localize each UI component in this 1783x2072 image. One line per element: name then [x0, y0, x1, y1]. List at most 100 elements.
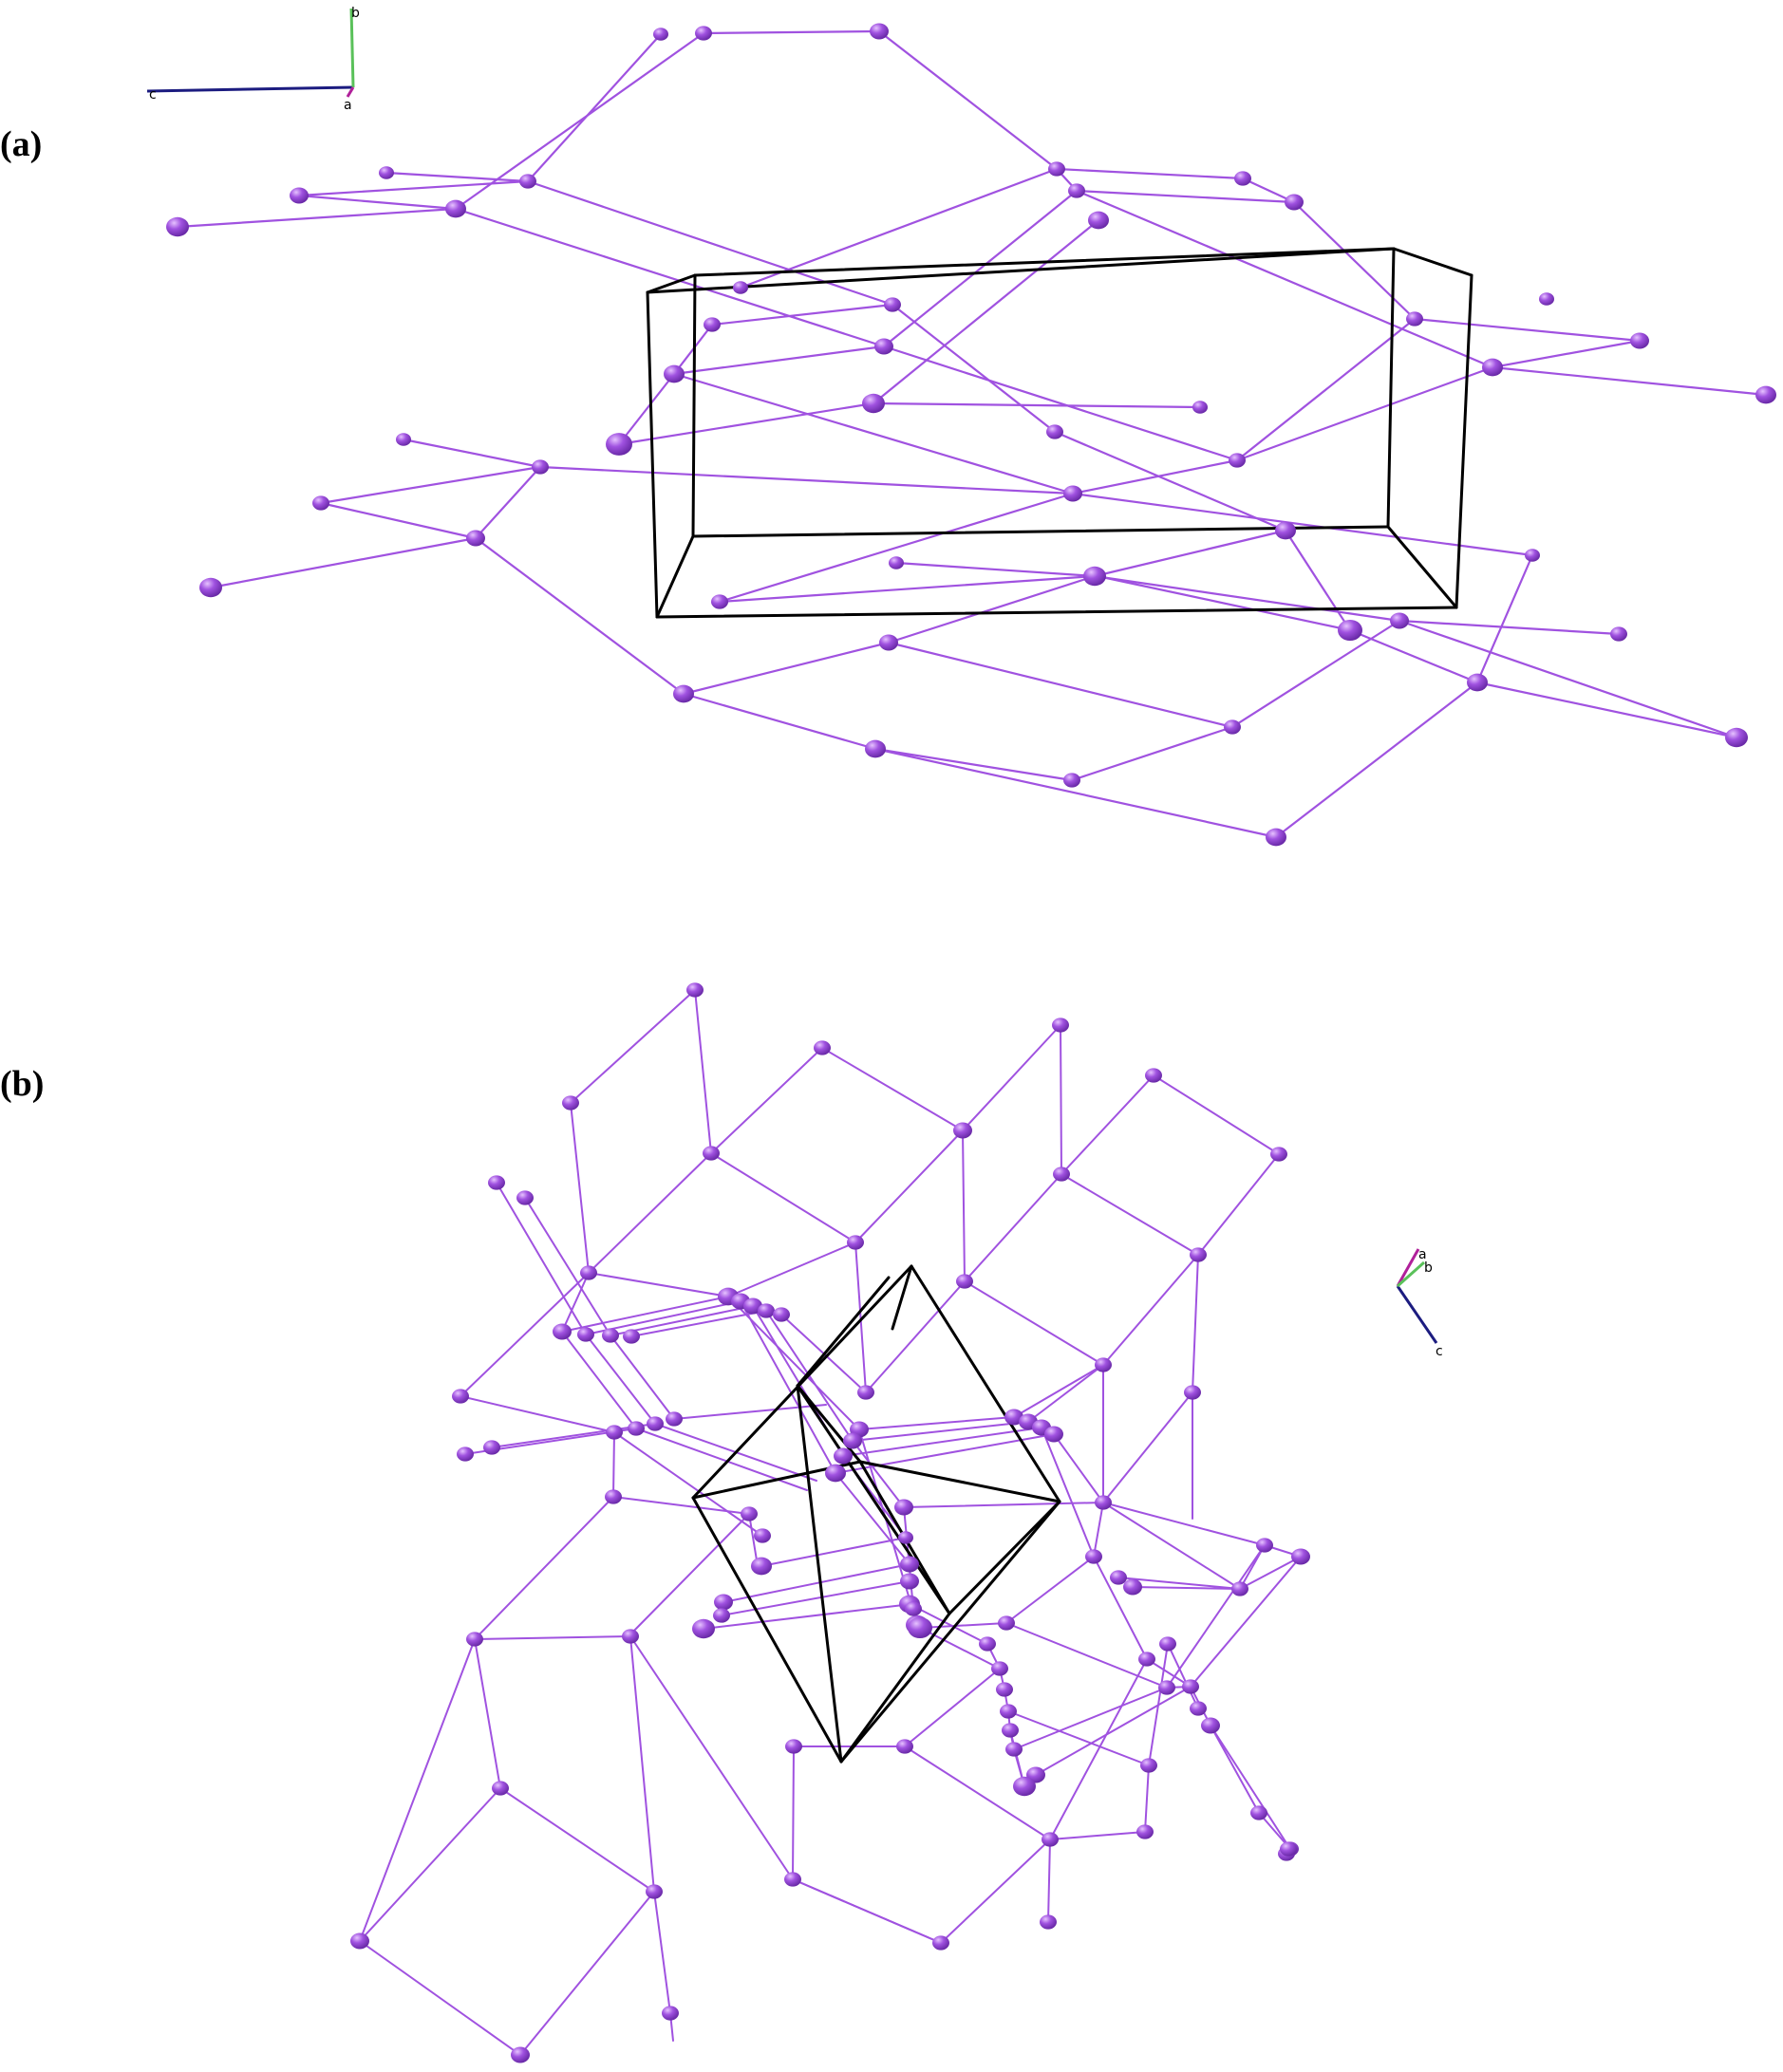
cell-edge [646, 247, 1396, 294]
atom [1048, 161, 1065, 177]
atom [900, 1573, 919, 1590]
atom [379, 166, 394, 179]
atom [1280, 1841, 1297, 1857]
cell-edge [655, 606, 1458, 619]
bond [1102, 1254, 1199, 1366]
atom [889, 556, 904, 569]
bond [1055, 167, 1245, 180]
bond [854, 1241, 867, 1393]
atom [908, 1616, 932, 1639]
bond [962, 1024, 1061, 1131]
atom [1159, 1636, 1176, 1652]
axis-a-line [346, 86, 355, 98]
atom [1190, 1247, 1207, 1262]
atom [870, 23, 889, 40]
atom [1231, 1581, 1248, 1596]
atom [623, 1329, 640, 1344]
atom [1158, 1680, 1175, 1695]
atom [1140, 1758, 1157, 1773]
atom [290, 187, 309, 204]
atom [532, 459, 549, 475]
bond [1292, 200, 1417, 321]
bond [1230, 619, 1401, 729]
bond [1093, 574, 1401, 623]
bond [721, 1580, 910, 1616]
bond [710, 303, 894, 327]
bond [588, 1272, 729, 1297]
bond [359, 1940, 521, 2056]
atom [1406, 311, 1423, 327]
cell-edge [858, 1460, 1061, 1503]
bond [1190, 1556, 1302, 1688]
panel-a-atoms [166, 23, 1776, 847]
atom [1005, 1742, 1023, 1757]
atom [1095, 1495, 1112, 1510]
atom [932, 1935, 949, 1951]
bond [628, 1513, 750, 1637]
bond [1075, 189, 1494, 369]
atom [894, 1499, 913, 1516]
bond [1093, 1556, 1148, 1660]
atom [704, 317, 721, 332]
cell-edge [796, 1384, 951, 1615]
bond [873, 747, 1074, 782]
atom [553, 1323, 572, 1340]
bond [1144, 1764, 1150, 1833]
axis-b-line [349, 8, 355, 88]
bond [1071, 492, 1534, 557]
bond [585, 1334, 656, 1425]
bond [1096, 574, 1352, 632]
bond [891, 303, 1057, 434]
panel-a-unit-cell [646, 247, 1473, 619]
bond [1210, 1725, 1260, 1814]
atom [1063, 485, 1082, 502]
atom [1046, 424, 1063, 439]
atom [884, 297, 901, 312]
bond [903, 1502, 1104, 1508]
bond [526, 32, 663, 183]
atom [1085, 1549, 1102, 1564]
atom [1270, 1147, 1287, 1162]
bond [940, 1839, 1051, 1944]
panel-b-bonds [359, 989, 1302, 2056]
bond [588, 1152, 712, 1274]
atom [1068, 183, 1085, 198]
atom [562, 1095, 579, 1111]
atom [758, 1303, 775, 1318]
atom [1004, 1409, 1023, 1426]
atom [956, 1274, 973, 1289]
bond [882, 189, 1079, 348]
bond [872, 401, 1202, 409]
bond [727, 1241, 856, 1297]
atom [511, 2046, 530, 2063]
atom [1110, 1570, 1127, 1585]
bond [612, 1431, 615, 1498]
axis-b-line [1397, 1260, 1425, 1288]
atom [896, 1739, 913, 1754]
bond [739, 167, 1059, 289]
panel-label-a: (a) [0, 124, 43, 164]
bond [872, 218, 1100, 405]
bond [630, 1310, 767, 1337]
panel-a-structure: c b a [146, 6, 1776, 847]
atom [773, 1307, 790, 1322]
atom [784, 1872, 801, 1887]
atom [488, 1175, 505, 1190]
atom [653, 28, 668, 41]
bond [519, 1891, 655, 2056]
atom [1182, 1679, 1199, 1694]
bond [748, 1513, 759, 1567]
cell-edge [839, 1612, 951, 1764]
bond [882, 345, 1239, 462]
bond [1047, 1839, 1051, 1923]
bond [1041, 1427, 1095, 1558]
bond [1413, 317, 1642, 343]
bond [460, 1272, 590, 1397]
cell-edge [796, 1384, 843, 1764]
atom [814, 1040, 831, 1055]
atom [457, 1447, 474, 1462]
atom [1234, 171, 1251, 186]
bond [1398, 619, 1621, 636]
cell-edge [646, 273, 697, 294]
